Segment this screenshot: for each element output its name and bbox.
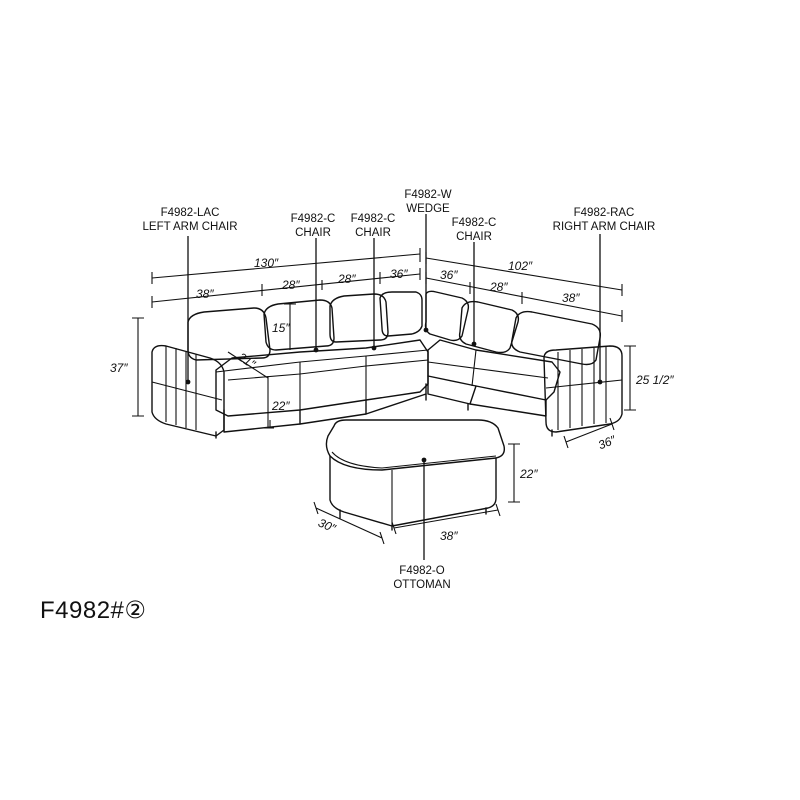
leader-lines xyxy=(185,214,603,560)
label-ottoman-code: F4982-O xyxy=(399,565,444,577)
left-back-cushion xyxy=(187,307,271,361)
dim-chair1-width: 28″ xyxy=(281,278,300,292)
dim-right-total: 102″ xyxy=(508,259,533,273)
right-seat-row xyxy=(427,339,561,401)
ottoman-outline xyxy=(325,419,506,531)
dim-seat-height: 22″ xyxy=(271,399,290,413)
label-right-arm-code: F4982-RAC xyxy=(574,207,635,219)
right-arm xyxy=(543,345,623,433)
label-left-arm-code: F4982-LAC xyxy=(161,207,220,219)
label-right-arm-name: RIGHT ARM CHAIR xyxy=(553,221,656,233)
label-wedge-code: F4982-W xyxy=(404,189,451,201)
dim-chair3-width: 28″ xyxy=(489,280,508,294)
dim-wedge-left: 36″ xyxy=(390,267,408,281)
chair2-back-cushion xyxy=(329,293,389,343)
model-code: F4982#② xyxy=(40,597,147,624)
dim-back-height: 15″ xyxy=(272,321,290,335)
ottoman-top xyxy=(325,419,506,471)
dim-left-total: 130″ xyxy=(254,256,279,270)
dim-chair2-width: 28″ xyxy=(337,272,356,286)
sofa-outline xyxy=(151,290,623,439)
label-ottoman-name: OTTOMAN xyxy=(393,579,450,591)
dim-left-arm-width: 38″ xyxy=(196,287,214,301)
dim-arm-height: 25 1/2″ xyxy=(635,373,674,387)
dim-ottoman-height: 22″ xyxy=(519,467,538,481)
dim-ottoman-width: 38″ xyxy=(440,529,458,543)
dim-ottoman-depth: 30″ xyxy=(316,516,338,536)
label-chair2-code: F4982-C xyxy=(351,213,396,225)
label-wedge-name: WEDGE xyxy=(406,203,450,215)
dim-right-arm-width: 38″ xyxy=(562,291,580,305)
right-back-cushion xyxy=(510,310,602,366)
label-left-arm-name: LEFT ARM CHAIR xyxy=(143,221,238,233)
label-chair3-code: F4982-C xyxy=(452,217,497,229)
label-chair3-name: CHAIR xyxy=(456,231,492,243)
chair1-back-cushion xyxy=(263,299,335,351)
dim-overall-height: 37″ xyxy=(110,361,128,375)
label-chair1-code: F4982-C xyxy=(291,213,336,225)
label-chair2-name: CHAIR xyxy=(355,227,391,239)
component-labels: F4982-LAC LEFT ARM CHAIR F4982-C CHAIR F… xyxy=(143,189,656,591)
dim-seat-depth: 21″ xyxy=(235,349,259,371)
wedge-back-left xyxy=(379,291,423,337)
label-chair1-name: CHAIR xyxy=(295,227,331,239)
dim-depth: 36″ xyxy=(596,432,618,452)
dim-wedge-right: 36″ xyxy=(440,268,458,282)
